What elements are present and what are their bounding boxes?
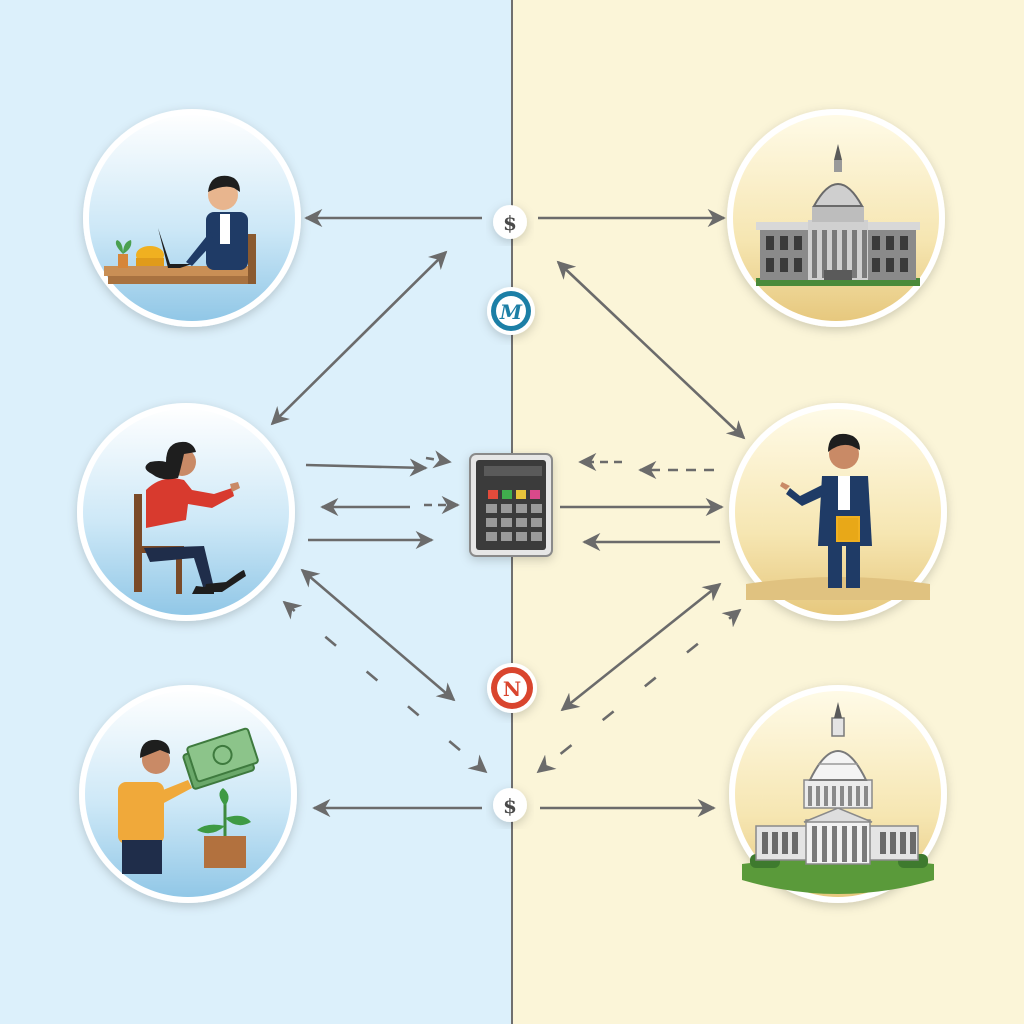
capitol-building-icon	[756, 144, 920, 286]
node-man-with-folder[interactable]	[729, 403, 947, 621]
node-worker-at-desk[interactable]	[83, 109, 301, 327]
official-presenting-icon	[746, 433, 930, 600]
arrow-diagonal-upper-right	[556, 260, 746, 440]
flow-arrows	[270, 208, 746, 818]
arrow-diagonal-lower-left-dashed	[282, 600, 488, 774]
badge-middle-m[interactable]: M	[487, 287, 535, 335]
badge-m-label: M	[499, 300, 523, 324]
arrow-mid-left-1	[305, 458, 428, 477]
node-government-building-top[interactable]	[727, 109, 945, 327]
badge-top-label: $	[503, 211, 517, 235]
capitol-dome-icon	[742, 702, 934, 894]
node-person-with-money-plant[interactable]	[79, 685, 297, 903]
badge-top-dollar[interactable]: $	[493, 205, 527, 239]
person-laptop-icon	[104, 175, 256, 284]
badge-bottom-label: $	[503, 794, 517, 818]
calculator-icon[interactable]	[469, 453, 553, 557]
money-plant-icon	[118, 727, 259, 874]
badge-bottom-dollar[interactable]: $	[493, 788, 527, 822]
arrow-mid-left-1b	[425, 450, 452, 469]
node-capitol-dome-bottom[interactable]	[729, 685, 947, 903]
badge-middle-n[interactable]: N	[487, 663, 537, 713]
node-woman-in-chair[interactable]	[77, 403, 295, 621]
person-sitting-icon	[134, 441, 246, 594]
badge-n-label: N	[503, 677, 521, 701]
arrow-diagonal-upper-left	[270, 250, 448, 426]
